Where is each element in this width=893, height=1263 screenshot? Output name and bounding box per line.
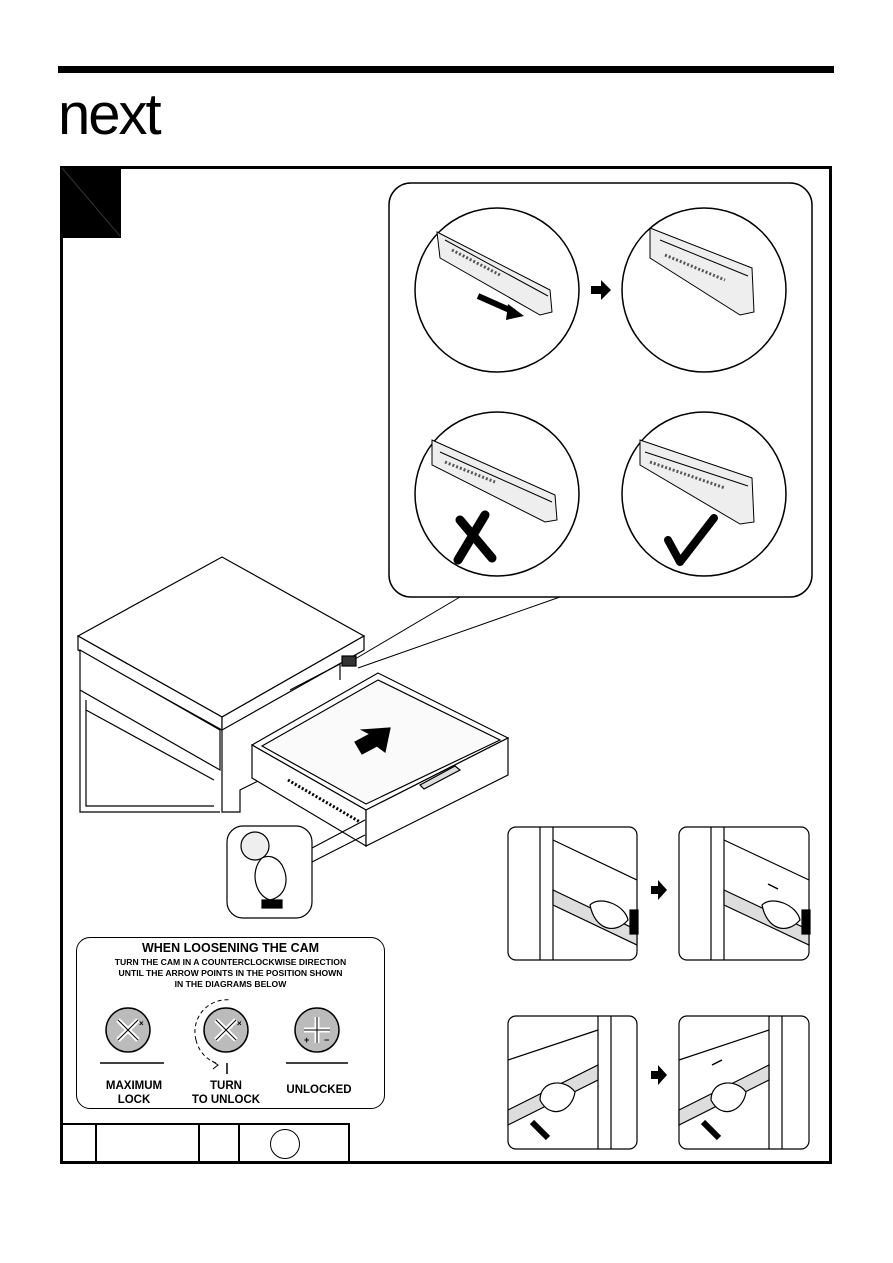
cam-state-label-max: MAXIMUM LOCK xyxy=(105,1080,163,1106)
cam-state-label-turn: TURN TO UNLOCK xyxy=(191,1080,261,1106)
header-rule xyxy=(58,66,834,73)
step-box-diagonal xyxy=(61,167,121,237)
check-mark-icon xyxy=(664,514,718,566)
cross-mark-icon xyxy=(453,510,497,565)
cam-instruction-line-3: IN THE DIAGRAMS BELOW xyxy=(174,979,287,989)
cam-instruction-line-2: UNTIL THE ARROW POINTS IN THE POSITION S… xyxy=(118,968,343,978)
cam-lock-icon: × xyxy=(100,1007,164,1064)
install-panel-3 xyxy=(507,1015,638,1150)
cam-lock-icon: + − xyxy=(286,1007,348,1064)
svg-text:×: × xyxy=(139,1019,144,1028)
cam-instruction-line-1: TURN THE CAM IN A COUNTERCLOCKWISE DIREC… xyxy=(114,957,347,967)
cam-lock-icon: × xyxy=(194,999,249,1074)
svg-text:×: × xyxy=(237,1019,242,1028)
right-arrow-icon xyxy=(651,1065,667,1085)
right-arrow-icon xyxy=(591,280,611,300)
right-arrow-icon xyxy=(651,880,667,900)
cam-state-label-unlocked: UNLOCKED xyxy=(286,1084,352,1096)
cam-instruction-title: WHEN LOOSENING THE CAM xyxy=(141,941,320,955)
footer-table xyxy=(60,1123,350,1163)
page-frame xyxy=(60,166,832,1164)
install-panel-2 xyxy=(678,826,811,961)
footer-circle xyxy=(270,1129,300,1159)
rail-detail-push xyxy=(414,207,580,373)
install-panel-4 xyxy=(678,1015,810,1150)
rail-detail-correct xyxy=(621,411,787,577)
brand-logo: next xyxy=(58,82,162,147)
table-drawing xyxy=(76,556,366,813)
footer-cell xyxy=(97,1125,200,1163)
cam-callout xyxy=(226,819,366,919)
cam-state-icons: × × + − xyxy=(100,999,348,1074)
right-arrow-icon xyxy=(506,304,524,320)
rail-detail-wrong xyxy=(414,411,580,577)
svg-text:+: + xyxy=(304,1035,309,1045)
drawer-drawing xyxy=(250,672,510,848)
svg-text:−: − xyxy=(324,1035,329,1045)
install-panel-1 xyxy=(507,826,639,961)
footer-cell xyxy=(62,1125,97,1163)
push-arrow-icon xyxy=(354,727,391,755)
footer-cell xyxy=(200,1125,240,1163)
rail-detail-pushed xyxy=(621,207,787,373)
